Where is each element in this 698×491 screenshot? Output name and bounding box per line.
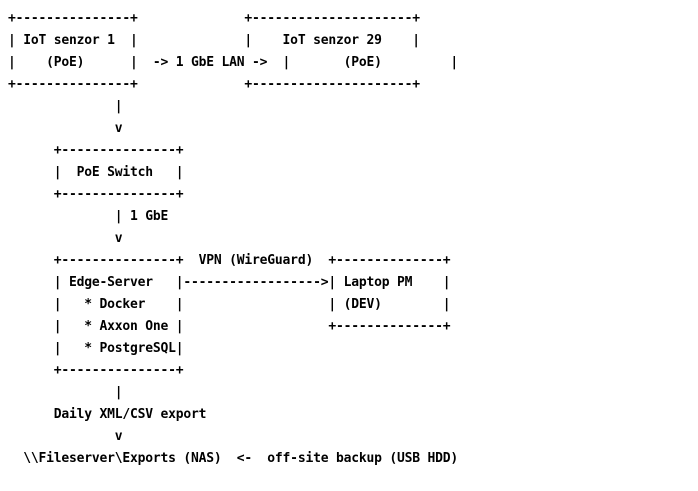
arrow-down: v xyxy=(8,231,123,246)
poe-switch-row: | PoE Switch | xyxy=(8,165,184,180)
fileserver-backup-row: \\Fileserver\Exports (NAS) <- off-site b… xyxy=(8,451,458,466)
connector-line: | xyxy=(8,99,123,114)
axxon-one-row: | * Axxon One | +--------------+ xyxy=(8,319,451,334)
server-box-bottom-border: +---------------+ xyxy=(8,363,184,378)
postgresql-row: | * PostgreSQL| xyxy=(8,341,184,356)
arrow-down: v xyxy=(8,429,123,444)
switch-box-top-border: +---------------+ xyxy=(8,143,184,158)
edge-server-laptop-row: | Edge-Server |------------------>| Lapt… xyxy=(8,275,451,290)
switch-box-bottom-border: +---------------+ xyxy=(8,187,184,202)
gbe-link-label: | 1 GbE xyxy=(8,209,169,224)
sensor-names-row: | IoT senzor 1 | | IoT senzor 29 | xyxy=(8,33,420,48)
sensor-poe-lan-row: | (PoE) | -> 1 GbE LAN -> | (PoE) | xyxy=(8,55,458,70)
connector-line: | xyxy=(8,385,123,400)
network-diagram: +---------------+ +---------------------… xyxy=(8,8,458,470)
sensor-boxes-top-border: +---------------+ +---------------------… xyxy=(8,11,420,26)
server-laptop-top-border-vpn: +---------------+ VPN (WireGuard) +-----… xyxy=(8,253,451,268)
arrow-down: v xyxy=(8,121,123,136)
docker-dev-row: | * Docker | | (DEV) | xyxy=(8,297,451,312)
sensor-boxes-bottom-border: +---------------+ +---------------------… xyxy=(8,77,420,92)
daily-export-label: Daily XML/CSV export xyxy=(8,407,207,422)
